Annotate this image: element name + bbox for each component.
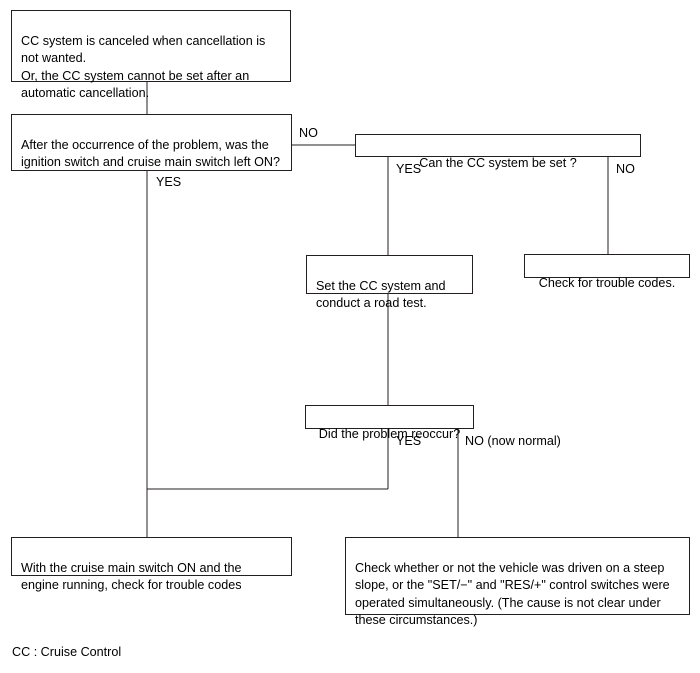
edge-label-ignition-no: NO <box>299 126 318 141</box>
edge-label-reoccur-no-text: NO (now normal) <box>465 434 561 448</box>
edge-label-can-set-no-text: NO <box>616 162 635 176</box>
edge-label-can-set-yes-text: YES <box>396 162 422 176</box>
edge-label-ignition-yes-text: YES <box>156 175 182 189</box>
node-question-can-set-text: Can the CC system be set ? <box>419 155 577 170</box>
legend-abbreviations: CC : Cruise Control ECM : Engine Control… <box>12 625 179 673</box>
node-action-set-road-test-text: Set the CC system and conduct a road tes… <box>316 278 446 311</box>
node-question-ignition-text: After the occurrence of the problem, was… <box>21 137 280 170</box>
node-question-can-set: Can the CC system be set ? <box>355 134 641 170</box>
node-action-set-road-test: Set the CC system and conduct a road tes… <box>306 255 473 310</box>
node-symptom: CC system is canceled when cancellation … <box>11 10 291 100</box>
node-symptom-text: CC system is canceled when cancellation … <box>21 33 266 101</box>
edge-label-ignition-yes: YES <box>156 175 181 190</box>
node-question-reoccur: Did the problem reoccur? <box>305 405 474 441</box>
edge-label-reoccur-yes: YES <box>396 434 421 449</box>
node-action-check-codes-bottom-left: With the cruise main switch ON and the e… <box>11 537 292 592</box>
node-question-reoccur-text: Did the problem reoccur? <box>318 426 461 441</box>
node-question-ignition: After the occurrence of the problem, was… <box>11 114 292 171</box>
node-action-check-codes-right: Check for trouble codes. <box>524 254 690 290</box>
edge-label-reoccur-yes-text: YES <box>396 434 422 448</box>
edge-label-ignition-no-text: NO <box>299 126 318 140</box>
node-action-check-steep-slope: Check whether or not the vehicle was dri… <box>345 537 690 627</box>
legend-line-cc: CC : Cruise Control <box>12 645 122 659</box>
node-action-check-codes-bottom-left-text: With the cruise main switch ON and the e… <box>21 560 242 593</box>
node-action-check-codes-right-text: Check for trouble codes. <box>538 275 676 290</box>
edge-label-reoccur-no: NO (now normal) <box>465 434 561 449</box>
edge-label-can-set-no: NO <box>616 162 635 177</box>
edge-label-can-set-yes: YES <box>396 162 421 177</box>
node-action-check-steep-slope-text: Check whether or not the vehicle was dri… <box>355 560 670 628</box>
